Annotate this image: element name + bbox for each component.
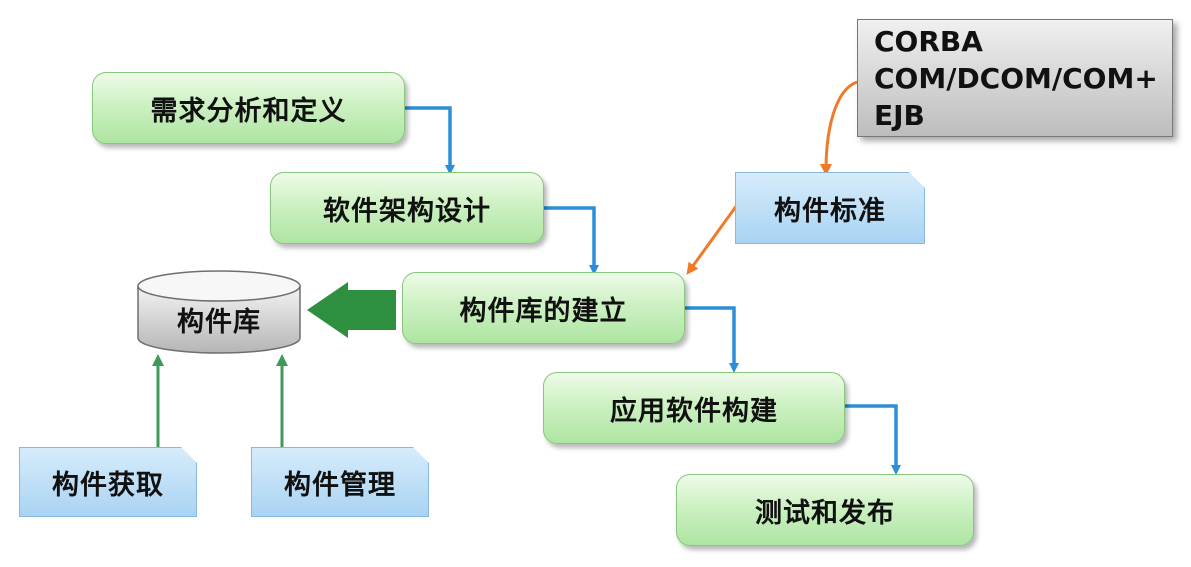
library-big-arrow [307,282,396,338]
standard-box: 构件标准 [735,172,925,244]
standards-list-to-standard-arrow [820,80,858,176]
standards-item-corba: CORBA [874,24,983,58]
acquire-label: 构件获取 [52,469,164,501]
acquire-box: 构件获取 [19,447,197,517]
standards-list-box: CORBA COM/DCOM/COM+ EJB [857,19,1173,137]
library-label: 构件库 [177,306,261,338]
standards-item-ejb: EJB [874,98,925,132]
manage-label: 构件管理 [284,469,396,501]
app-build-label: 应用软件构建 [610,395,778,427]
standards-item-com: COM/DCOM/COM+ [874,61,1158,95]
flow-arrow-architecture-to-library-build [544,206,599,275]
library-build-box: 构件库的建立 [402,272,685,344]
test-release-label: 测试和发布 [755,497,895,529]
manage-box: 构件管理 [251,447,429,517]
test-release-box: 测试和发布 [676,474,974,546]
flow-arrow-requirements-to-architecture [405,106,455,175]
requirements-label: 需求分析和定义 [150,95,347,127]
architecture-label: 软件架构设计 [323,195,491,227]
app-build-box: 应用软件构建 [543,372,845,444]
standard-to-library-build-arrow [686,204,739,275]
flow-arrow-app-build-to-test-release [845,404,901,475]
flow-arrow-library-build-to-app-build [685,306,739,373]
requirements-box: 需求分析和定义 [92,72,405,144]
library-build-label: 构件库的建立 [459,295,628,327]
architecture-box: 软件架构设计 [270,172,544,244]
standard-label: 构件标准 [774,195,886,227]
library-cylinder [137,270,301,354]
